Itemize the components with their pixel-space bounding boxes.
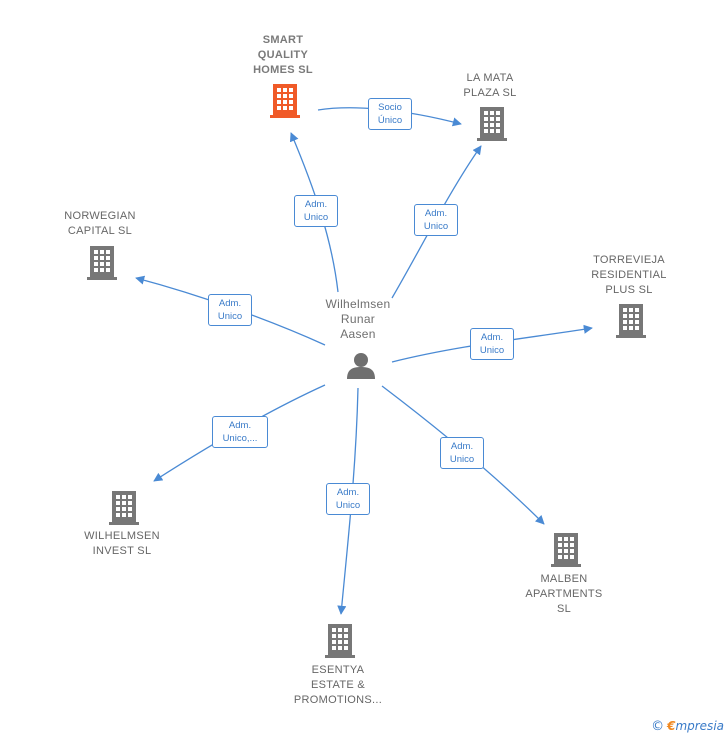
company-label-wilhelmsen-line: WILHELMSEN [84,530,160,542]
edge-label-p-mata-line: Unico [423,221,449,232]
company-label-malben-line: MALBEN [540,573,588,585]
company-label-wilhelmsen-line: INVEST SL [92,545,152,557]
edge-label-p-torrevieja[interactable]: Adm. Unico [470,328,514,360]
person-label-line: Wilhelmsen [325,297,391,311]
edge-label-p-smart[interactable]: Adm. Unico [294,195,338,227]
edge-label-p-wilhelmsen-line: Unico,... [222,433,258,444]
edge-label-p-esentya[interactable]: Adm. Unico [326,483,370,515]
mata-building-icon[interactable] [477,107,507,141]
person-icon-head [354,353,368,367]
company-label-torrevieja[interactable]: TORREVIEJA RESIDENTIAL PLUS SL [579,253,679,298]
edge-label-p-mata[interactable]: Adm. Unico [414,204,458,236]
malben-building-icon[interactable] [551,533,581,567]
edge-label-smart-mata-line: Único [377,115,403,126]
company-label-mata[interactable]: LA MATA PLAZA SL [445,71,535,101]
company-label-norwegian[interactable]: NORWEGIAN CAPITAL SL [50,209,150,239]
edge-label-p-mata-line: Adm. [424,208,448,219]
copyright-icon: © [651,719,665,734]
edge-label-p-esentya-line: Adm. [336,487,360,498]
edge-label-p-smart-line: Unico [303,212,329,223]
company-label-esentya-line: ESTATE & [311,679,365,691]
company-label-smart[interactable]: SMART QUALITY HOMES SL [228,33,338,78]
company-label-smart-line: SMART [262,34,304,46]
brand-logo-text: mpresia [675,719,724,733]
esentya-building-icon[interactable] [325,624,355,658]
company-label-smart-line: QUALITY [257,49,309,61]
brand-logo-e: € [667,719,676,733]
edge-label-p-torrevieja-line: Unico [479,345,505,356]
company-label-mata-line: PLAZA SL [463,87,517,99]
company-label-torrevieja-line: PLUS SL [605,284,653,296]
edge-label-p-malben-line: Adm. [450,441,474,452]
company-label-esentya-line: PROMOTIONS... [293,694,383,706]
edge-label-p-torrevieja-line: Adm. [480,332,504,343]
company-label-esentya[interactable]: ESENTYA ESTATE & PROMOTIONS... [283,663,393,708]
person-icon[interactable] [347,353,375,379]
edge-label-p-norwegian-line: Unico [217,311,243,322]
company-label-esentya-line: ESENTYA [311,664,365,676]
person-label-line: Aasen [340,327,376,341]
person-label-line: Runar [340,312,376,326]
edge-label-p-norwegian-line: Adm. [218,298,242,309]
edge-label-p-norwegian[interactable]: Adm. Unico [208,294,252,326]
edge-label-p-wilhelmsen[interactable]: Adm. Unico,... [212,416,268,448]
company-label-norwegian-line: CAPITAL SL [67,225,133,237]
company-label-torrevieja-line: RESIDENTIAL [591,269,667,281]
edge-label-p-esentya-line: Unico [335,500,361,511]
company-label-norwegian-line: NORWEGIAN [64,210,136,222]
edge-label-p-wilhelmsen-line: Adm. [228,420,252,431]
norwegian-building-icon[interactable] [87,246,117,280]
company-label-mata-line: LA MATA [466,72,514,84]
company-label-malben-line: SL [556,603,572,615]
company-label-malben[interactable]: MALBEN APARTMENTS SL [514,572,614,617]
footer-brand: ©€mpresia [651,719,724,734]
edge-label-p-malben-line: Unico [449,454,475,465]
company-label-torrevieja-line: TORREVIEJA [593,254,665,266]
torrevieja-building-icon[interactable] [616,304,646,338]
edge-label-p-malben[interactable]: Adm. Unico [440,437,484,469]
wilhelmsen-building-icon[interactable] [109,491,139,525]
company-label-wilhelmsen[interactable]: WILHELMSEN INVEST SL [72,529,172,559]
edge-label-p-smart-line: Adm. [304,199,328,210]
person-icon-body [347,367,375,379]
edge-label-smart-mata-line: Socio [378,102,402,113]
company-label-malben-line: APARTMENTS [525,588,603,600]
smart-building-icon[interactable] [270,84,300,118]
company-label-smart-line: HOMES SL [253,64,313,76]
